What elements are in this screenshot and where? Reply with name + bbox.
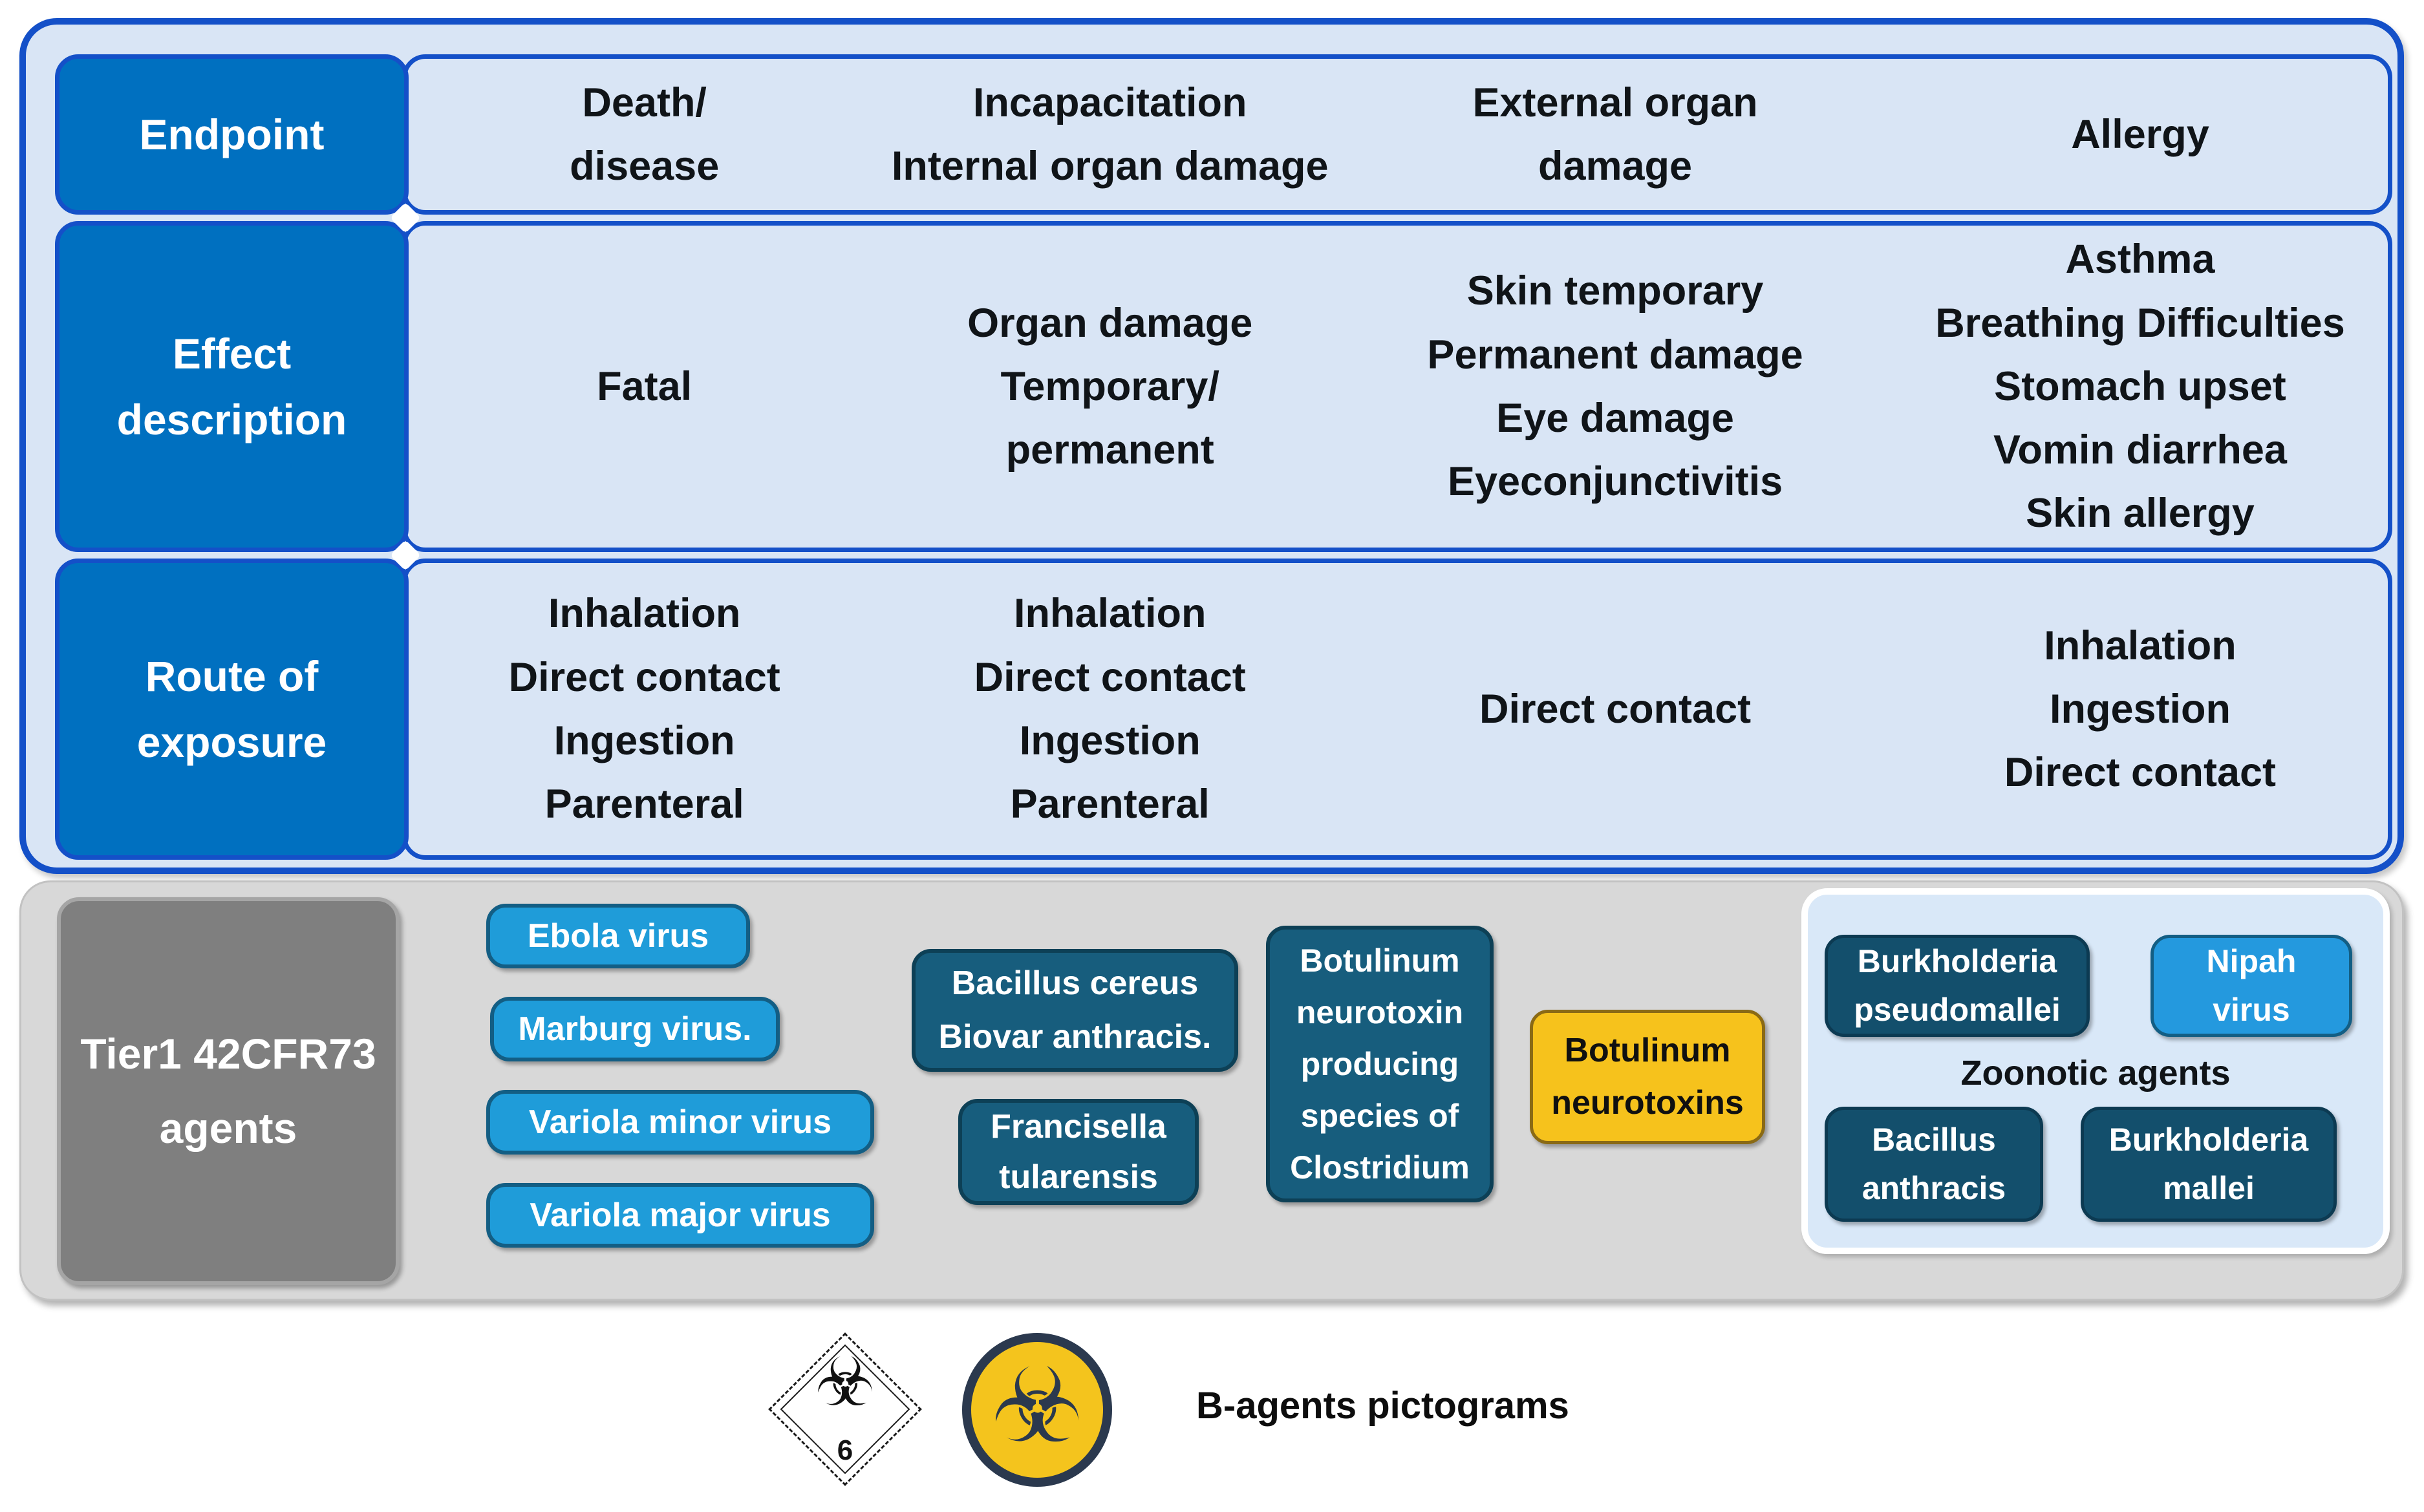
agent-ebola-virus: Ebola virus [486,904,750,968]
biohazard-badge-icon: ☣ [962,1333,1112,1487]
biohazard-icon: ☣ [815,1343,875,1421]
cell-endpoint-external-organ: External organ damage [1472,80,1758,189]
agent-bacillus-cereus-biovar-anthracis: Bacillus cereus Biovar anthracis. [912,949,1238,1072]
agent-variola-major-virus: Variola major virus [486,1183,874,1248]
cell-endpoint-death-disease: Death/ disease [570,80,720,189]
cell-effect-skin-eye: Skin temporary Permanent damage Eye dama… [1427,268,1803,505]
agent-botulinum-neurotoxins: Botulinum neurotoxins [1530,1010,1765,1144]
agent-botulinum-neurotoxin-clostridium: Botulinum neurotoxin producing species o… [1266,926,1494,1202]
cell-route-direct-contact: Direct contact [1479,686,1752,732]
pictograms-caption: B-agents pictograms [1196,1385,1569,1427]
cell-route-col1: Inhalation Direct contact Ingestion Pare… [508,591,780,827]
cell-endpoint-allergy: Allergy [2071,111,2209,157]
agent-bacillus-anthracis: Bacillus anthracis [1825,1107,2043,1222]
tier1-42cfr73-agents-box: Tier1 42CFR73 agents [57,897,400,1285]
cell-effect-allergy-list: Asthma Breathing Difficulties Stomach up… [1935,237,2345,537]
header-route-of-exposure: Route of exposure [55,559,409,860]
biohazard-icon: ☣ [991,1345,1084,1466]
cell-effect-organ-damage: Organ damage Temporary/ permanent [967,300,1253,473]
agent-burkholderia-mallei: Burkholderia mallei [2081,1107,2337,1222]
agent-nipah-virus: Nipah virus [2150,935,2352,1037]
cell-route-col2: Inhalation Direct contact Ingestion Pare… [974,591,1246,827]
cell-route-col4: Inhalation Ingestion Direct contact [2004,623,2277,796]
header-effect-description: Effect description [55,221,409,552]
hazard-class-number: 6 [837,1434,853,1466]
header-endpoint: Endpoint [55,54,409,215]
row-endpoint: Death/ disease Incapacitation Internal o… [402,54,2392,215]
row-effect-description: Fatal Organ damage Temporary/ permanent … [402,221,2392,552]
cell-endpoint-incapacitation: Incapacitation Internal organ damage [891,80,1329,189]
agent-francisella-tularensis: Francisella tularensis [958,1099,1199,1205]
cell-effect-fatal: Fatal [597,363,692,409]
agent-burkholderia-pseudomallei: Burkholderia pseudomallei [1825,935,2090,1037]
agent-variola-minor-virus: Variola minor virus [486,1090,874,1155]
zoonotic-agents-title: Zoonotic agents [1960,1054,2231,1092]
agent-marburg-virus: Marburg virus. [490,997,780,1061]
row-route-of-exposure: Inhalation Direct contact Ingestion Pare… [402,559,2392,860]
